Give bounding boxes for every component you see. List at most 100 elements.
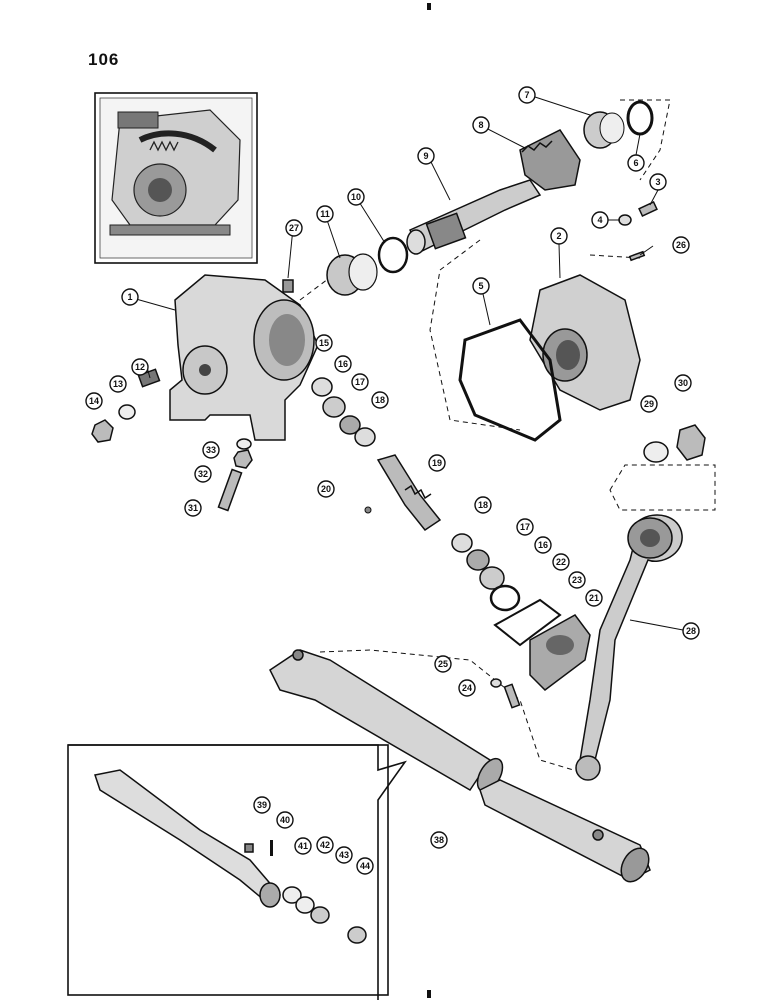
svg-text:33: 33 xyxy=(206,445,216,455)
callout-15: 15 xyxy=(315,334,333,352)
callout-22: 22 xyxy=(552,553,570,571)
bearing-cup-16 xyxy=(322,396,346,418)
lockwasher-4 xyxy=(618,214,632,226)
svg-text:42: 42 xyxy=(320,840,330,850)
callout-28: 28 xyxy=(682,622,700,640)
svg-text:6: 6 xyxy=(633,158,638,168)
callout-16-lower: 16 xyxy=(534,536,552,554)
ball-20 xyxy=(364,506,372,514)
bearing-cup-18b xyxy=(451,533,473,553)
svg-text:31: 31 xyxy=(188,503,198,513)
svg-text:7: 7 xyxy=(524,90,529,100)
lockwasher-25 xyxy=(490,678,502,688)
bolt-3 xyxy=(638,200,658,218)
callout-12: 12 xyxy=(131,358,149,376)
svg-text:30: 30 xyxy=(678,378,688,388)
svg-text:43: 43 xyxy=(339,850,349,860)
callout-14: 14 xyxy=(85,392,103,410)
callout-39: 39 xyxy=(253,796,271,814)
callout-25: 25 xyxy=(434,655,452,673)
callout-1: 1 xyxy=(121,288,139,306)
worm-shaft-19 xyxy=(376,454,442,532)
callout-5: 5 xyxy=(472,277,490,295)
callout-17-lower: 17 xyxy=(516,518,534,536)
svg-text:18: 18 xyxy=(478,500,488,510)
svg-text:4: 4 xyxy=(597,215,602,225)
plug-27 xyxy=(282,279,294,293)
callout-42: 42 xyxy=(316,836,334,854)
detail-inset-box xyxy=(67,744,407,1000)
svg-text:8: 8 xyxy=(478,120,483,130)
bearing-cone-17b xyxy=(466,549,490,571)
callout-44: 44 xyxy=(356,857,374,875)
callout-29: 29 xyxy=(640,395,658,413)
bushing-7 xyxy=(583,111,625,149)
svg-text:26: 26 xyxy=(676,240,686,250)
bearing-cup-15 xyxy=(311,377,333,397)
steering-column-tube-38 xyxy=(269,649,651,883)
sector-gear-8 xyxy=(519,129,581,191)
svg-text:39: 39 xyxy=(257,800,267,810)
callout-43: 43 xyxy=(335,846,353,864)
callout-21: 21 xyxy=(585,589,603,607)
callout-7: 7 xyxy=(518,86,536,104)
bushing-11 xyxy=(326,253,378,296)
svg-text:27: 27 xyxy=(289,223,299,233)
callout-18: 18 xyxy=(371,391,389,409)
svg-text:18: 18 xyxy=(375,395,385,405)
top-page-mark xyxy=(427,3,431,10)
svg-text:44: 44 xyxy=(360,861,370,871)
callout-19: 19 xyxy=(428,454,446,472)
bearing-cone-17 xyxy=(339,415,361,435)
callout-32: 32 xyxy=(194,465,212,483)
gasket-5 xyxy=(458,318,562,442)
steering-gear-housing xyxy=(169,274,319,441)
nut-32 xyxy=(233,449,253,469)
guide-line-gasket xyxy=(429,239,521,431)
callout-26: 26 xyxy=(672,236,690,254)
svg-text:25: 25 xyxy=(438,659,448,669)
nut-14 xyxy=(91,419,114,443)
setscrew-39 xyxy=(244,843,254,853)
callout-18-lower: 18 xyxy=(474,496,492,514)
svg-text:10: 10 xyxy=(351,192,361,202)
page-number: 106 xyxy=(88,50,120,69)
svg-text:14: 14 xyxy=(89,396,99,406)
svg-text:3: 3 xyxy=(655,177,660,187)
svg-text:32: 32 xyxy=(198,469,208,479)
svg-text:24: 24 xyxy=(462,683,472,693)
washer-29 xyxy=(643,441,669,463)
callout-38: 38 xyxy=(430,831,448,849)
callout-24: 24 xyxy=(458,679,476,697)
pitman-arm-28 xyxy=(575,514,683,781)
snap-ring-10 xyxy=(377,236,409,274)
callout-33: 33 xyxy=(202,441,220,459)
svg-text:2: 2 xyxy=(556,231,561,241)
svg-text:19: 19 xyxy=(432,458,442,468)
svg-text:12: 12 xyxy=(135,362,145,372)
bearing-cup-16b xyxy=(479,566,505,590)
callout-8: 8 xyxy=(472,116,490,134)
guide-line-gear xyxy=(620,99,671,181)
svg-text:17: 17 xyxy=(520,522,530,532)
callout-2: 2 xyxy=(550,227,568,245)
svg-text:40: 40 xyxy=(280,815,290,825)
svg-text:9: 9 xyxy=(423,151,428,161)
bearing-42 xyxy=(295,896,315,914)
callout-17: 17 xyxy=(351,373,369,391)
pin-26 xyxy=(628,250,646,262)
svg-text:29: 29 xyxy=(644,399,654,409)
callout-13: 13 xyxy=(109,375,127,393)
callout-6: 6 xyxy=(627,154,645,172)
guide-box-nut xyxy=(609,464,716,511)
svg-text:1: 1 xyxy=(127,292,132,302)
callout-11: 11 xyxy=(316,205,334,223)
svg-text:22: 22 xyxy=(556,557,566,567)
callout-40: 40 xyxy=(276,811,294,829)
callout-20: 20 xyxy=(317,480,335,498)
nut-30 xyxy=(676,424,706,461)
bearing-cup-18 xyxy=(354,427,376,447)
callout-31: 31 xyxy=(184,499,202,517)
gasket-23 xyxy=(493,598,562,647)
